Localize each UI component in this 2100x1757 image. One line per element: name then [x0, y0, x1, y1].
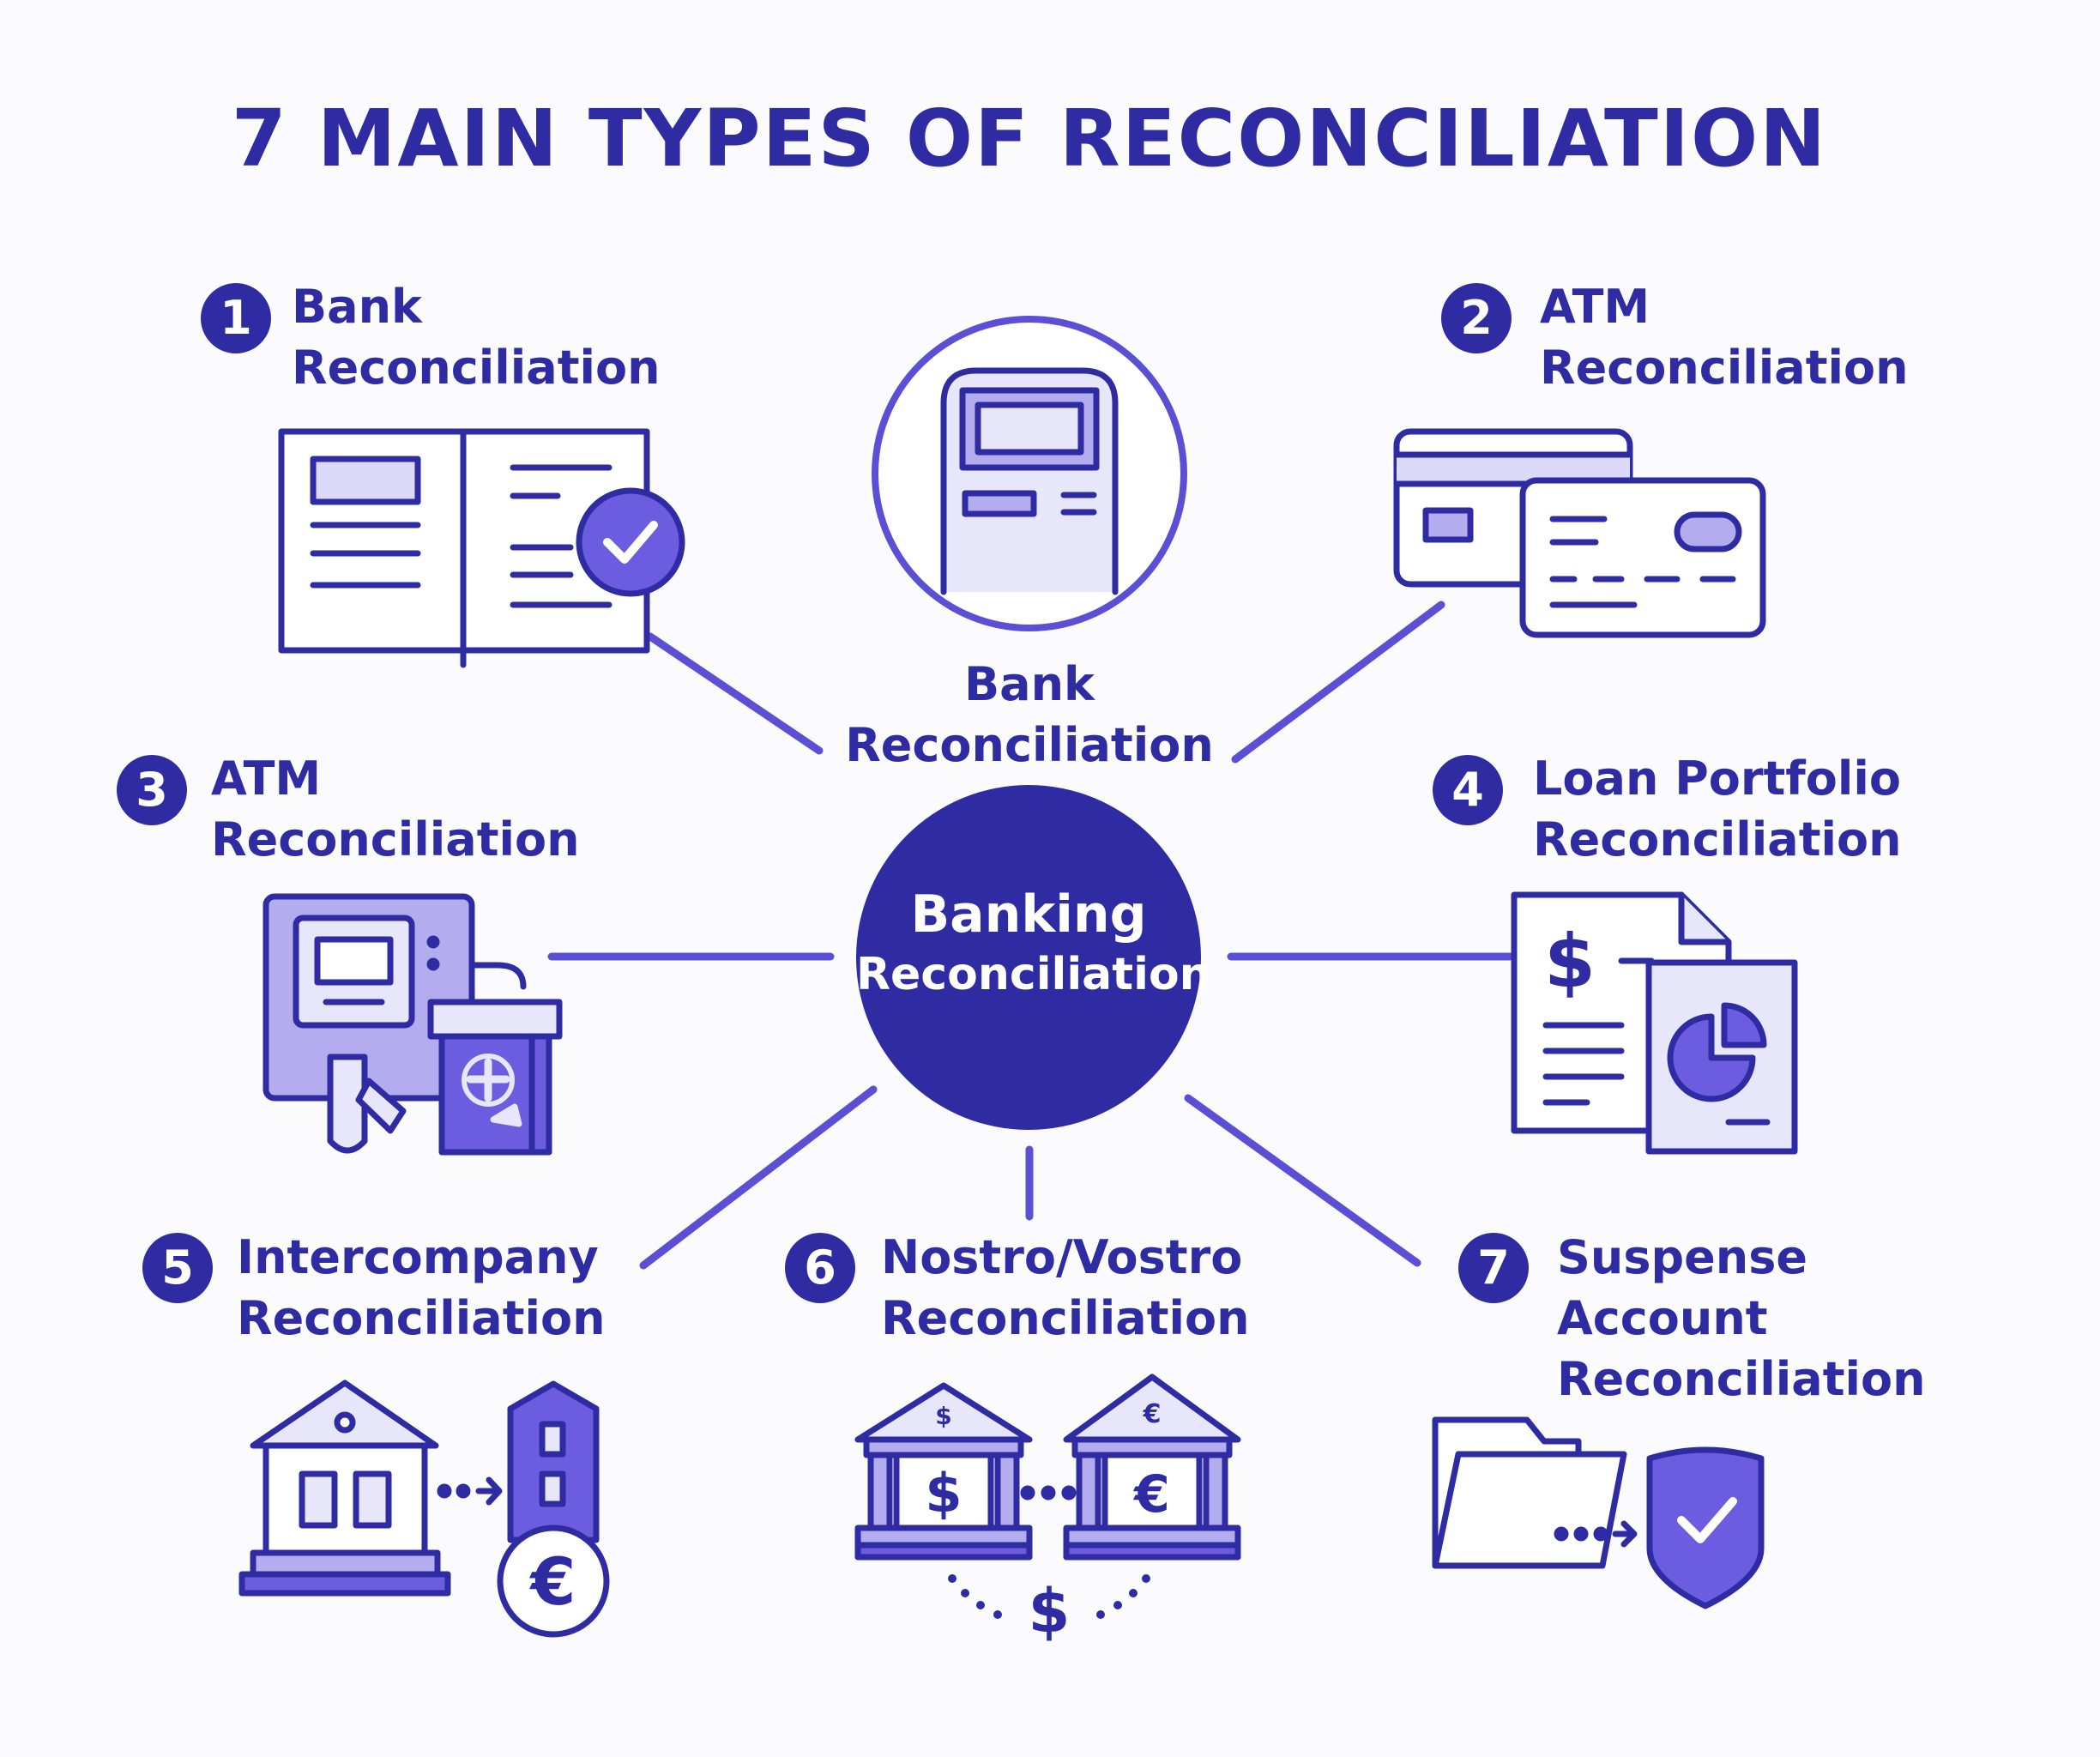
- connector-5: [639, 1085, 878, 1270]
- item-7-label-line3: Reconciliation: [1557, 1352, 1926, 1406]
- item-3-label: ATM Reconciliation: [211, 748, 580, 870]
- top-center-label-line2: Reconciliation: [845, 718, 1214, 772]
- credit-cards-icon: [1393, 428, 1766, 638]
- loan-dollar-glyph: $: [1544, 919, 1596, 1005]
- hub-label: Banking Reconciliation: [856, 884, 1211, 1004]
- item-2-badge: 2: [1441, 283, 1512, 353]
- atm-kiosk-lab-icon: [262, 893, 563, 1156]
- item-5-label-line1: Intercompany: [237, 1230, 599, 1284]
- connector-1: [646, 632, 824, 755]
- folder-to-shield-icon: [1432, 1416, 1765, 1609]
- twin-banks-exchange-icon: $ $ € €: [854, 1374, 1241, 1646]
- item-2-label-line1: ATM: [1540, 280, 1650, 334]
- connector-2: [1231, 601, 1445, 764]
- item-4-badge: 4: [1433, 755, 1503, 825]
- atm-machine-icon: [872, 316, 1187, 631]
- item-1-label-line2: Reconciliation: [292, 341, 661, 395]
- transfer-euro-glyph: €: [529, 1543, 576, 1620]
- item-4-label: Loan Portfolio Reconciliation: [1533, 748, 1902, 870]
- item-2-label-line2: Reconciliation: [1540, 341, 1909, 395]
- hub-label-line2: Reconciliation: [856, 949, 1211, 1000]
- bank-left-small-dollar: $: [935, 1402, 951, 1430]
- connector-7: [1184, 1094, 1421, 1267]
- item-7-label-line1: Suspense: [1557, 1230, 1807, 1284]
- item-1-label: Bank Reconciliation: [292, 276, 661, 398]
- top-center-label-line1: Bank: [964, 657, 1095, 711]
- top-center-label: Bank Reconciliation: [772, 654, 1287, 776]
- item-1-badge: 1: [201, 283, 271, 353]
- item-7-label-line2: Account: [1557, 1291, 1768, 1345]
- open-book-check-icon: [278, 428, 685, 668]
- item-3-badge: 3: [117, 755, 187, 825]
- item-3-label-line2: Reconciliation: [211, 812, 580, 866]
- item-5-label-line2: Reconciliation: [237, 1291, 606, 1345]
- bank-to-euro-transfer-icon: €: [238, 1380, 610, 1638]
- item-7-label: Suspense Account Reconciliation: [1557, 1227, 1926, 1410]
- item-5-label: Intercompany Reconciliation: [237, 1227, 606, 1349]
- item-6-label: Nostro/Vostro Reconciliation: [881, 1227, 1250, 1349]
- item-6-badge: 6: [785, 1233, 855, 1303]
- loan-document-chart-icon: $: [1511, 891, 1798, 1155]
- page-title: 7 MAIN TYPES OF RECONCILIATION: [231, 93, 1828, 184]
- item-1-label-line1: Bank: [292, 280, 422, 334]
- bank-left-dollar: $: [925, 1462, 962, 1525]
- bank-right-euro: €: [1132, 1464, 1170, 1525]
- item-2-label: ATM Reconciliation: [1540, 276, 1909, 398]
- exchange-dollar-glyph: $: [1029, 1576, 1071, 1646]
- item-5-badge: 5: [142, 1233, 213, 1303]
- bank-right-small-euro: €: [1143, 1399, 1162, 1429]
- item-6-label-line1: Nostro/Vostro: [881, 1230, 1243, 1284]
- hub-circle: [856, 785, 1201, 1130]
- hub-label-line1: Banking: [910, 885, 1147, 945]
- item-4-label-line2: Reconciliation: [1533, 812, 1902, 866]
- item-3-label-line1: ATM: [211, 752, 322, 806]
- item-4-label-line1: Loan Portfolio: [1533, 752, 1902, 806]
- item-6-label-line2: Reconciliation: [881, 1291, 1250, 1345]
- item-7-badge: 7: [1458, 1233, 1529, 1303]
